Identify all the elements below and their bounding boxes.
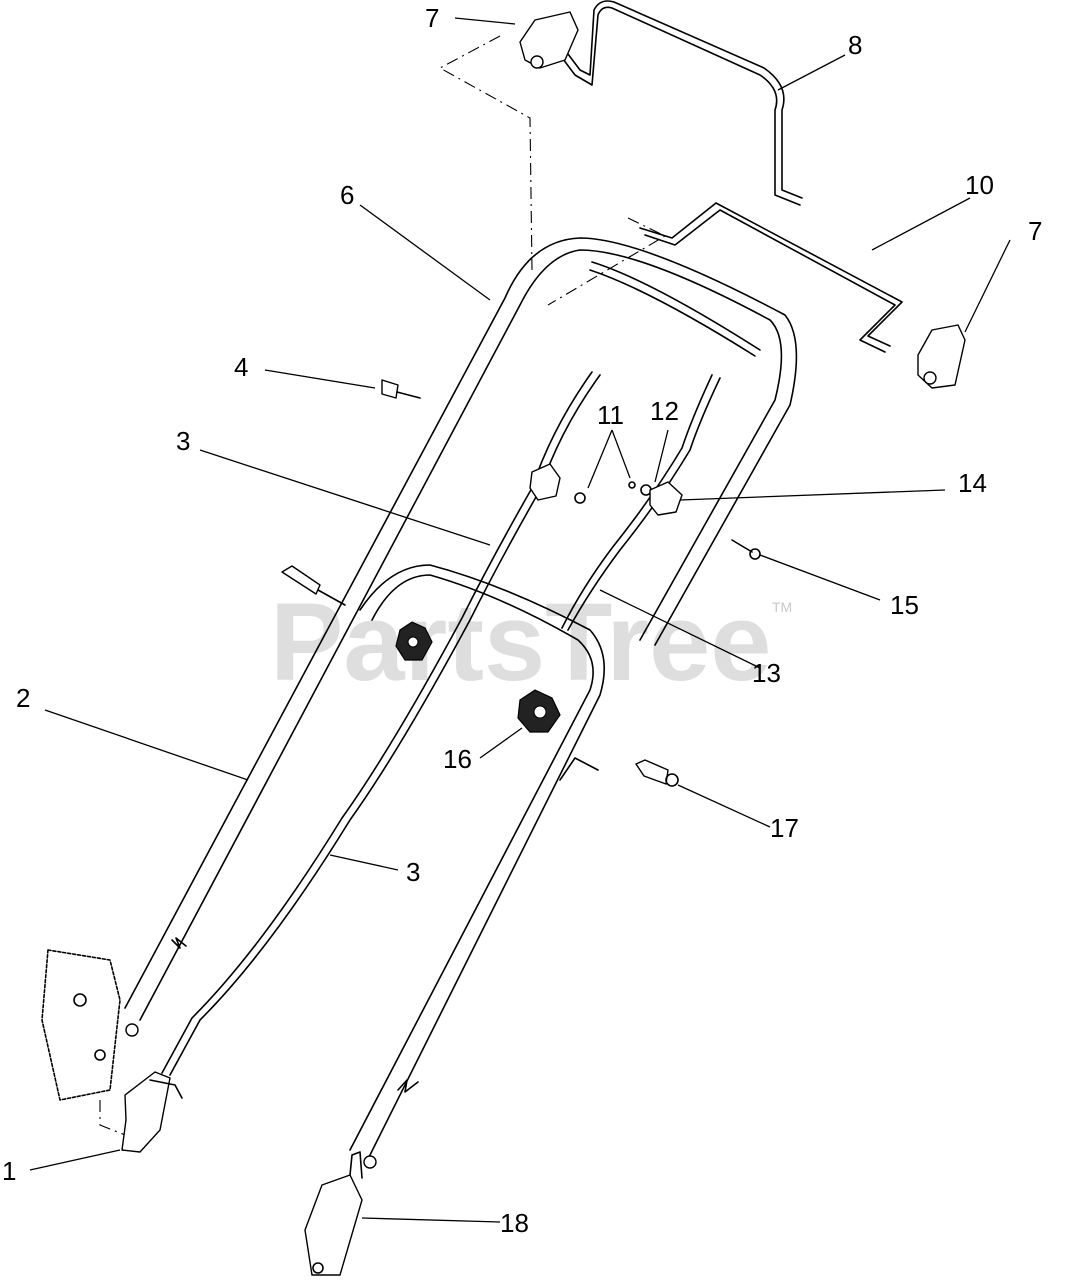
callout-13: 13 [752, 658, 781, 688]
leader-lines [29, 17, 1011, 1223]
bolt-left [281, 565, 346, 606]
control-cables [161, 371, 721, 1076]
upper-handle [124, 237, 798, 1037]
callout-18: 18 [500, 1208, 529, 1238]
bail-pivot-top [519, 11, 579, 69]
callout-6: 6 [340, 180, 354, 210]
callout-14: 14 [958, 468, 987, 498]
callout-17: 17 [770, 813, 799, 843]
callout-1: 1 [2, 1156, 16, 1186]
callout-7-right: 7 [1028, 216, 1042, 246]
bail-pivot-right [917, 324, 966, 389]
callout-4: 4 [234, 352, 248, 382]
cable-bracket-1 [121, 1071, 183, 1153]
cable-clamp-left [529, 463, 586, 504]
knob-left [395, 621, 433, 661]
callout-12: 12 [650, 396, 679, 426]
callout-7-top: 7 [425, 3, 439, 33]
bail-lower [639, 202, 903, 353]
bolt-15 [731, 539, 761, 560]
callout-8: 8 [848, 30, 862, 60]
callout-2: 2 [16, 683, 30, 713]
bolt-17 [635, 759, 679, 787]
callout-3-lower: 3 [406, 857, 420, 887]
bolt-4 [381, 379, 421, 399]
handle-bracket-18 [304, 1151, 363, 1276]
knob-16 [517, 689, 561, 733]
callout-10: 10 [965, 170, 994, 200]
lower-handle [349, 564, 606, 1169]
callout-11: 11 [597, 400, 624, 430]
watermark-trademark: TM [772, 599, 792, 615]
callout-3-upper: 3 [176, 426, 190, 456]
cable-clamp-right [628, 481, 683, 516]
watermark-text: PartsTree [270, 581, 771, 704]
deck-bracket [41, 949, 121, 1101]
callout-15: 15 [890, 590, 919, 620]
bail-upper [559, 0, 803, 206]
callout-labels: 1 2 3 3 4 6 7 7 8 10 11 12 13 14 15 16 1… [2, 3, 1042, 1238]
callout-16: 16 [443, 744, 472, 774]
